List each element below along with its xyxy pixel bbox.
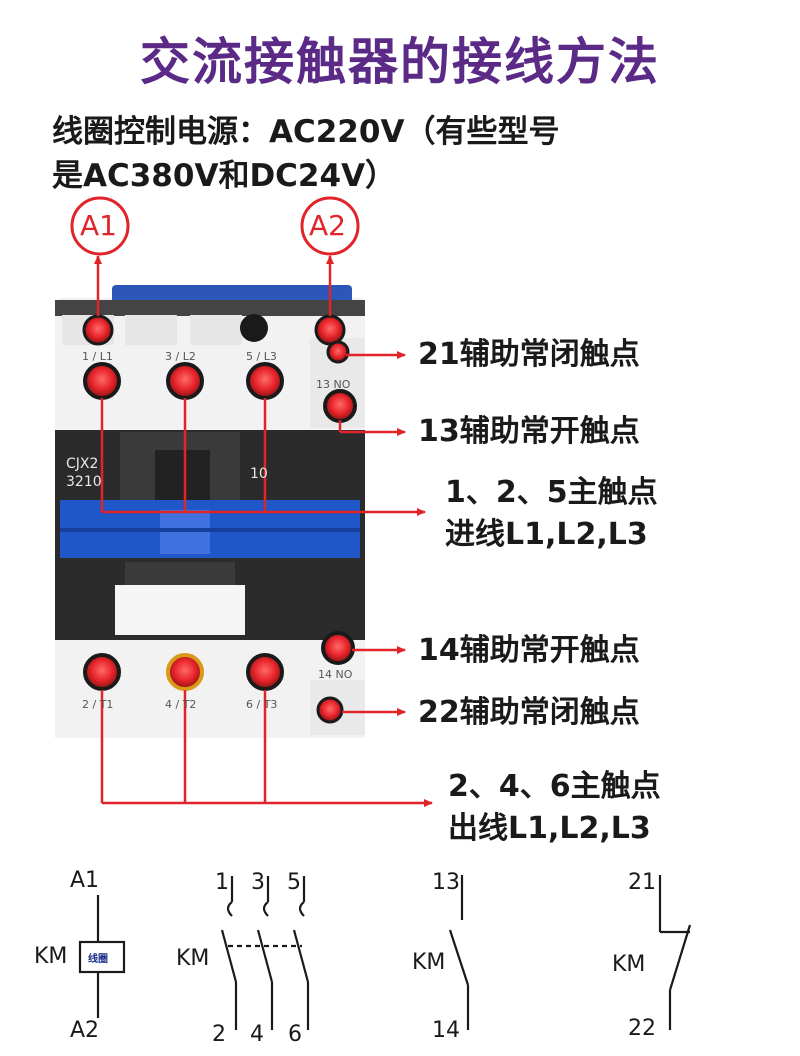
terminal-label-l1: 1 / L1 <box>82 350 113 363</box>
sch-coil-a2: A2 <box>70 1018 100 1043</box>
terminal-22 <box>316 696 344 724</box>
model-number: 10 <box>250 466 268 482</box>
terminal-6 <box>246 653 284 691</box>
sch-main-km: KM <box>176 946 210 971</box>
page-title: 交流接触器的接线方法 <box>140 33 660 91</box>
sch-main-1: 1 <box>215 870 229 895</box>
terminal-4 <box>166 653 204 691</box>
callout-main-out-1: 2、4、6主触点 <box>448 769 661 804</box>
callout-main-out-2: 出线L1,L2,L3 <box>448 811 651 846</box>
a1-marker <box>70 196 130 256</box>
sch-coil-box-label: 线圈 <box>88 954 108 965</box>
callout-main-in-1: 1、2、5主触点 <box>445 475 658 510</box>
sch-main-4: 4 <box>250 1022 264 1047</box>
sch-no-13: 13 <box>432 870 460 895</box>
sch-main-6: 6 <box>288 1022 302 1047</box>
leader-lines <box>94 255 433 807</box>
terminal-label-l2: 3 / L2 <box>165 350 196 363</box>
terminal-label-t1: 2 / T1 <box>82 698 114 711</box>
model-line2: 3210 <box>66 474 102 490</box>
callout-no14: 14辅助常开触点 <box>418 633 640 668</box>
callout-nc22: 22辅助常闭触点 <box>418 695 640 730</box>
terminal-label-t3: 6 / T3 <box>246 698 278 711</box>
model-line1: CJX2 <box>66 456 99 472</box>
sch-main-5: 5 <box>287 870 301 895</box>
sch-nc-21: 21 <box>628 870 656 895</box>
terminal-label-l3: 5 / L3 <box>246 350 277 363</box>
a1-marker-label: A1 <box>80 209 117 242</box>
sch-nc-km: KM <box>612 952 646 977</box>
aux-bottom-label: 14 NO <box>318 668 353 681</box>
sch-coil-km: KM <box>34 944 68 969</box>
sch-no-km: KM <box>412 950 446 975</box>
terminal-label-t2: 4 / T2 <box>165 698 197 711</box>
terminal-13 <box>323 389 357 423</box>
sch-no-14: 14 <box>432 1018 460 1043</box>
aux-top-label: 13 NO <box>316 378 351 391</box>
callout-no13: 13辅助常开触点 <box>418 414 640 449</box>
terminal-5 <box>246 362 284 400</box>
sch-nc-22: 22 <box>628 1016 656 1041</box>
schematic-symbols <box>78 875 692 1030</box>
a2-marker-label: A2 <box>309 209 346 242</box>
sch-coil-a1: A1 <box>70 868 100 893</box>
sch-main-3: 3 <box>251 870 265 895</box>
terminal-14 <box>321 631 355 665</box>
terminal-21 <box>326 340 350 364</box>
a2-marker <box>300 196 360 256</box>
terminal-2 <box>83 653 121 691</box>
terminal-1 <box>83 362 121 400</box>
coil-power-note: 线圈控制电源：AC220V（有些型号是AC380V和DC24V） <box>52 114 560 194</box>
callout-nc21: 21辅助常闭触点 <box>418 337 640 372</box>
terminal-a2 <box>314 314 346 346</box>
sch-main-2: 2 <box>212 1022 226 1047</box>
callout-main-in-2: 进线L1,L2,L3 <box>445 517 648 552</box>
terminal-a1 <box>82 314 114 346</box>
terminal-3 <box>166 362 204 400</box>
